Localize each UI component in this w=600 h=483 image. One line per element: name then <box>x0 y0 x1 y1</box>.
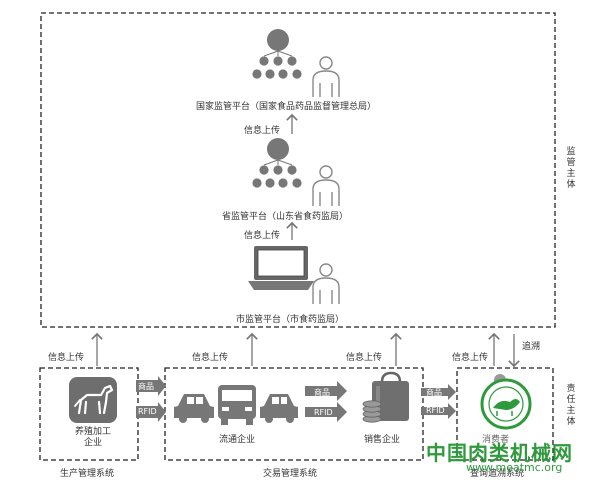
upload-label-d: 信息上传 <box>452 353 489 363</box>
rfid-label-2: RFID <box>314 408 333 417</box>
upload-label-b: 信息上传 <box>192 353 229 363</box>
car-icon <box>174 394 214 423</box>
horse-icon <box>69 377 117 423</box>
responsibility-side-label: 责任主体 <box>566 384 576 427</box>
rfid-flow-arrow <box>305 402 347 422</box>
person-icon <box>312 263 340 304</box>
national-platform-label: 国家监管平台（国家食品药品监督管理总局） <box>196 102 377 112</box>
provincial-platform-label: 省监管平台（山东省食药监局） <box>222 212 349 222</box>
rfid-flow-arrow <box>421 403 456 419</box>
goods-label-2: 商品 <box>314 388 330 397</box>
query-system-label: 查询追溯系统 <box>470 469 525 479</box>
query-system-box <box>456 367 554 461</box>
logo-seal <box>480 378 532 430</box>
trace-label: 追溯 <box>522 342 541 352</box>
breeding-enterprise-label: 养殖加工企业 <box>74 427 111 448</box>
org-hierarchy-icon <box>252 29 302 79</box>
laptop-icon <box>248 246 314 290</box>
watermark-url: www.meatmc.org <box>466 461 563 474</box>
supervision-side-label: 监管主体 <box>566 147 576 190</box>
goods-flow-arrow <box>305 381 347 401</box>
coins-icon <box>362 400 382 423</box>
city-platform-label: 市监管平台（市食药监局） <box>236 315 345 325</box>
org-hierarchy-icon <box>252 138 302 188</box>
goods-label-3: 商品 <box>426 388 442 397</box>
trading-system-label: 交易管理系统 <box>263 469 318 479</box>
upload-label-1: 信息上传 <box>244 126 281 136</box>
rfid-label-1: RFID <box>138 407 157 416</box>
bus-icon <box>218 385 256 425</box>
goods-label-1: 商品 <box>138 382 154 391</box>
supervision-box <box>40 12 556 328</box>
person-icon <box>312 56 340 97</box>
person-icon <box>312 165 340 206</box>
rfid-flow-arrow <box>136 402 166 422</box>
consumer-label: 消费者 <box>482 435 510 445</box>
goods-flow-arrow <box>421 384 456 400</box>
upload-label-a: 信息上传 <box>48 353 85 363</box>
upload-label-c: 信息上传 <box>346 353 383 363</box>
goods-flow-arrow <box>136 376 166 396</box>
shopping-bag-icon <box>372 371 409 421</box>
watermark-title: 中国肉类机械网 <box>426 441 573 465</box>
car-icon <box>260 394 298 423</box>
rfid-label-3: RFID <box>426 406 445 415</box>
sales-enterprise-label: 销售企业 <box>364 435 401 445</box>
production-system-label: 生产管理系统 <box>60 469 115 479</box>
upload-label-2: 信息上传 <box>244 231 281 241</box>
circulation-enterprise-label: 流通企业 <box>219 435 256 445</box>
